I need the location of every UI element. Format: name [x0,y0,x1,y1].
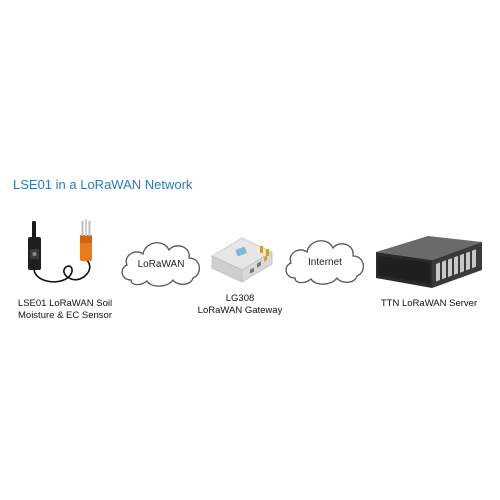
diagram-title: LSE01 in a LoRaWAN Network [13,177,193,192]
gateway-caption-line1: LG308 [225,293,255,304]
server-caption-line1: TTN LoRaWAN Server [380,298,478,309]
server-node [370,230,488,292]
cloud-icon: LoRaWAN [121,242,200,287]
sensor-caption: LSE01 LoRaWAN Soil Moisture & EC Sensor [10,298,120,322]
server-caption: TTN LoRaWAN Server [370,298,488,310]
internet-cloud: Internet [281,232,369,288]
gateway-node [208,224,278,286]
internet-cloud-label: Internet [308,257,342,268]
lorawan-cloud: LoRaWAN [117,234,205,290]
gateway-caption-line2: LoRaWAN Gateway [197,305,283,316]
soil-sensor-icon [28,219,92,283]
rack-server-icon [376,236,482,288]
gateway-caption: LG308 LoRaWAN Gateway [190,293,290,317]
cloud-icon: Internet [285,240,364,285]
lorawan-cloud-label: LoRaWAN [138,259,185,270]
sensor-caption-line2: Moisture & EC Sensor [18,310,112,321]
sensor-caption-line1: LSE01 LoRaWAN Soil [17,298,113,309]
sensor-node [14,213,114,293]
gateway-icon [211,237,273,283]
